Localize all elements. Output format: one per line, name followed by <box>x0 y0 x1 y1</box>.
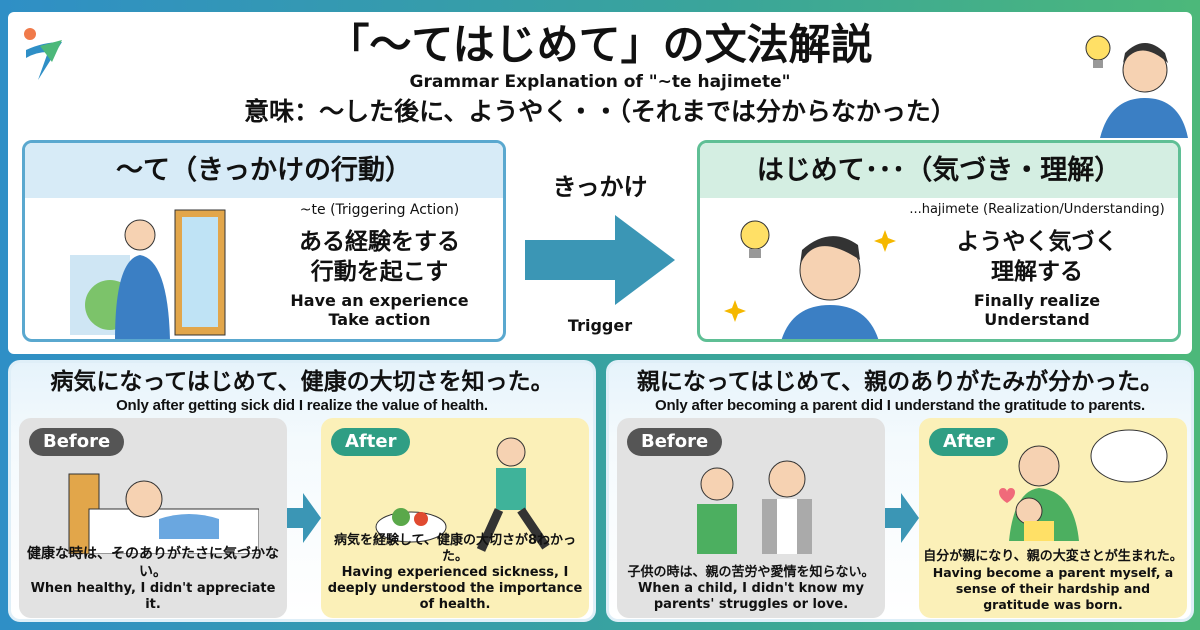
before-box: Before 子供の時は、親の苦労や愛情を知らない。When a child, … <box>617 418 885 618</box>
example-jp: 病気になってはじめて、健康の大切さを知った。 <box>50 369 554 395</box>
arrow-right-icon <box>287 493 321 543</box>
mother-with-baby-illustration <box>999 429 1168 541</box>
before-en: When a child, I didn't know my parents' … <box>638 581 864 612</box>
en-title: ...hajimete (Realization/Understanding) <box>909 202 1165 217</box>
after-box: After 病気を経験して、健康の大切さが8わかった。Having experi… <box>321 418 589 618</box>
en-line: Finally realize <box>973 291 1101 310</box>
trigger-action-panel: ～て（きっかけの行動） ~te (Triggering Action) ある経験… <box>22 140 506 342</box>
sick-in-bed-illustration <box>68 473 259 554</box>
page-title: 「～てはじめて」の文法解説 <box>327 20 873 69</box>
before-jp: 子供の時は、親の苦労や愛情を知らない。 <box>627 565 875 580</box>
before-tag: Before <box>29 428 125 456</box>
en-line: Have an experience <box>290 291 469 310</box>
logo-icon <box>24 28 62 80</box>
trigger-label-en: Trigger <box>567 316 633 335</box>
en-line: Take action <box>328 310 431 329</box>
example-jp: 親になってはじめて、親のありがたみが分かった。 <box>636 369 1164 395</box>
after-box: After 自分が親になり、親の大変さとが生まれた。Having become … <box>919 418 1187 618</box>
before-en: When healthy, I didn't appreciate it. <box>30 581 276 612</box>
panel-text: ...hajimete (Realization/Understanding) … <box>902 201 1172 329</box>
after-tag: After <box>929 428 1009 456</box>
trigger-label-jp: きっかけ <box>552 173 648 201</box>
meaning-line: 意味：～した後に、ようやく・・（それまでは分からなかった） <box>244 97 956 126</box>
page-subtitle: Grammar Explanation of "~te hajimete" <box>409 72 791 92</box>
panel-title: ～て（きっかけの行動） <box>25 143 503 198</box>
before-tag: Before <box>627 428 723 456</box>
after-en: Having become a parent myself, a sense o… <box>932 565 1174 612</box>
child-and-parent-illustration <box>697 460 812 554</box>
realization-panel: はじめて･･･（気づき・理解） ...hajimete (Realization… <box>697 140 1181 342</box>
jp-line: ようやく気づく <box>956 229 1118 255</box>
en-line: Understand <box>984 310 1090 329</box>
thinking-person-illustration <box>1085 35 1188 138</box>
en-title: ~te (Triggering Action) <box>299 202 460 218</box>
panel-text: ~te (Triggering Action) ある経験をする 行動を起こす H… <box>262 201 497 329</box>
example-panel-health: 病気になってはじめて、健康の大切さを知った。 Only after gettin… <box>8 360 596 622</box>
arrow-right-icon <box>885 493 919 543</box>
after-jp: 自分が親になり、親の大変さとが生まれた。 <box>923 549 1183 564</box>
after-en: Having experienced sickness, I deeply un… <box>327 565 583 612</box>
example-panel-parent: 親になってはじめて、親のありがたみが分かった。 Only after becom… <box>606 360 1194 622</box>
before-jp: 健康な時は、そのありがたさに気づかない。 <box>27 546 279 580</box>
example-en: Only after getting sick did I realize th… <box>116 397 488 414</box>
jp-line: 理解する <box>991 259 1083 285</box>
realizing-person-illustration <box>724 220 896 339</box>
jp-line: ある経験をする <box>299 229 460 255</box>
example-en: Only after becoming a parent did I under… <box>654 397 1146 414</box>
arrow-right-icon <box>525 215 675 305</box>
after-jp: 病気を経験して、健康の大切さが8わかった。 <box>333 533 576 564</box>
jp-line: 行動を起こす <box>310 259 449 285</box>
person-opening-door-illustration <box>70 209 226 339</box>
healthy-running-illustration <box>375 437 550 552</box>
before-box: Before 健康な時は、そのありがたさに気づかない。When healthy,… <box>19 418 287 618</box>
panel-title: はじめて･･･（気づき・理解） <box>700 143 1178 198</box>
after-tag: After <box>331 428 411 456</box>
